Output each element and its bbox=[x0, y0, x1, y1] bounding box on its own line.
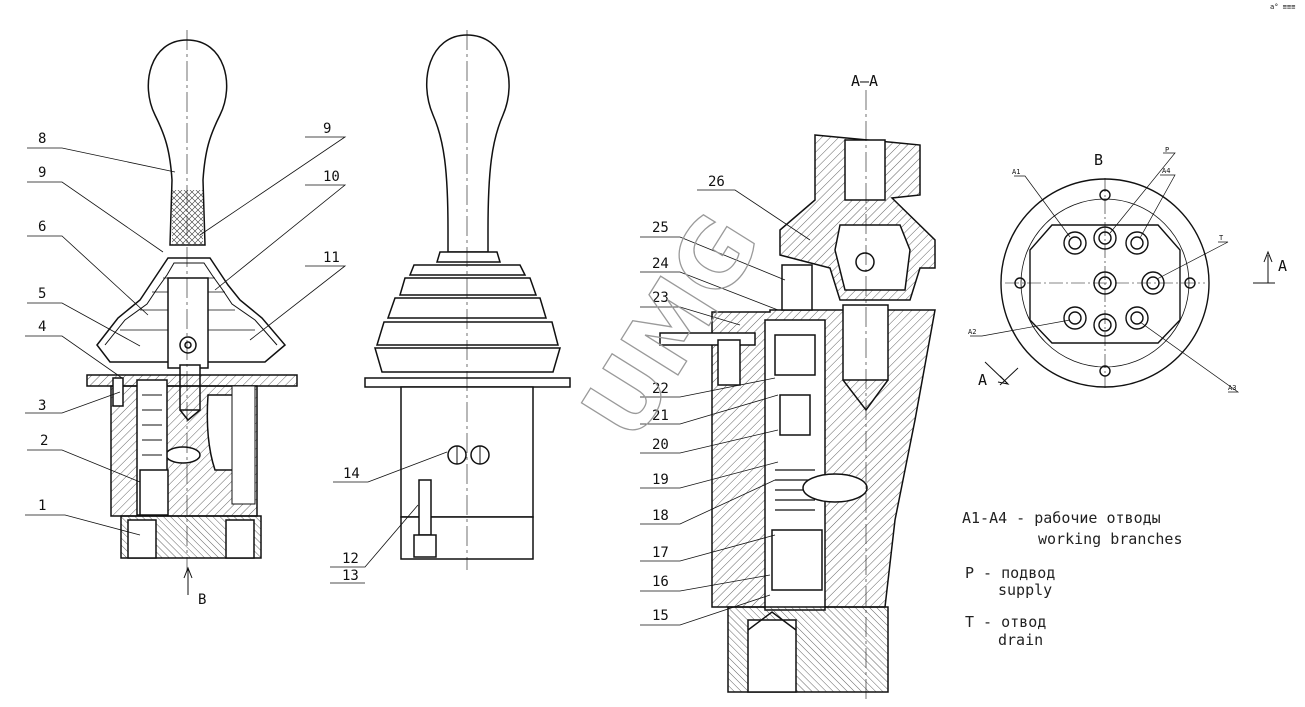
section-a-a bbox=[659, 90, 936, 700]
callout-2: 2 bbox=[40, 433, 48, 449]
callout-18: 18 bbox=[652, 508, 669, 524]
section-marker-top: A bbox=[1278, 257, 1287, 275]
callout-4: 4 bbox=[38, 319, 46, 335]
callout-17: 17 bbox=[652, 545, 669, 561]
callout-9-right: 9 bbox=[323, 121, 331, 137]
callout-6: 6 bbox=[38, 219, 46, 235]
callout-20: 20 bbox=[652, 437, 669, 453]
callout-21: 21 bbox=[652, 408, 669, 424]
callout-5: 5 bbox=[38, 286, 46, 302]
callout-14: 14 bbox=[343, 466, 360, 482]
view-b-arrow-label: B bbox=[198, 592, 206, 608]
callout-13: 13 bbox=[342, 568, 359, 584]
callout-15: 15 bbox=[652, 608, 669, 624]
port-label-a1: A1 bbox=[1012, 168, 1020, 176]
port-label-t: T bbox=[1219, 234, 1224, 242]
callout-9-left: 9 bbox=[38, 165, 46, 181]
section-marker-left: A bbox=[978, 371, 987, 389]
callout-10: 10 bbox=[323, 169, 340, 185]
legend-drain-ru: T - отвод bbox=[965, 613, 1046, 631]
legend-drain-en: drain bbox=[998, 631, 1043, 649]
callout-26: 26 bbox=[708, 174, 725, 190]
callout-12: 12 bbox=[342, 551, 359, 567]
legend-supply-en: supply bbox=[998, 581, 1052, 599]
port-label-p: P bbox=[1165, 146, 1169, 154]
callout-8: 8 bbox=[38, 131, 46, 147]
callout-1: 1 bbox=[38, 498, 46, 514]
legend: A1-A4 - рабочие отводы working branches … bbox=[962, 509, 1183, 649]
callout-24: 24 bbox=[652, 256, 669, 272]
legend-working-en: working branches bbox=[1038, 530, 1183, 548]
legend-working-ru: A1-A4 - рабочие отводы bbox=[962, 509, 1161, 527]
view-b-title: B bbox=[1094, 151, 1103, 169]
joystick-side-section bbox=[86, 30, 298, 595]
joystick-exterior-view bbox=[364, 30, 571, 570]
corner-mark: a° ≡≡≡ bbox=[1270, 3, 1295, 11]
callout-11: 11 bbox=[323, 250, 340, 266]
port-label-a3: A3 bbox=[1228, 384, 1236, 392]
port-label-a2: A2 bbox=[968, 328, 976, 336]
section-title: A–A bbox=[851, 72, 878, 90]
callout-leaders bbox=[25, 136, 811, 626]
view-b-port-layout bbox=[970, 152, 1275, 393]
callout-3: 3 bbox=[38, 398, 46, 414]
callout-22: 22 bbox=[652, 381, 669, 397]
legend-supply-ru: P - подвод bbox=[965, 564, 1055, 582]
callout-16: 16 bbox=[652, 574, 669, 590]
callout-23: 23 bbox=[652, 290, 669, 306]
callout-19: 19 bbox=[652, 472, 669, 488]
callout-25: 25 bbox=[652, 220, 669, 236]
port-label-a4: A4 bbox=[1162, 167, 1170, 175]
callout-numbers: 1 2 3 4 5 6 8 9 9 10 11 12 13 14 15 16 1… bbox=[38, 121, 725, 624]
